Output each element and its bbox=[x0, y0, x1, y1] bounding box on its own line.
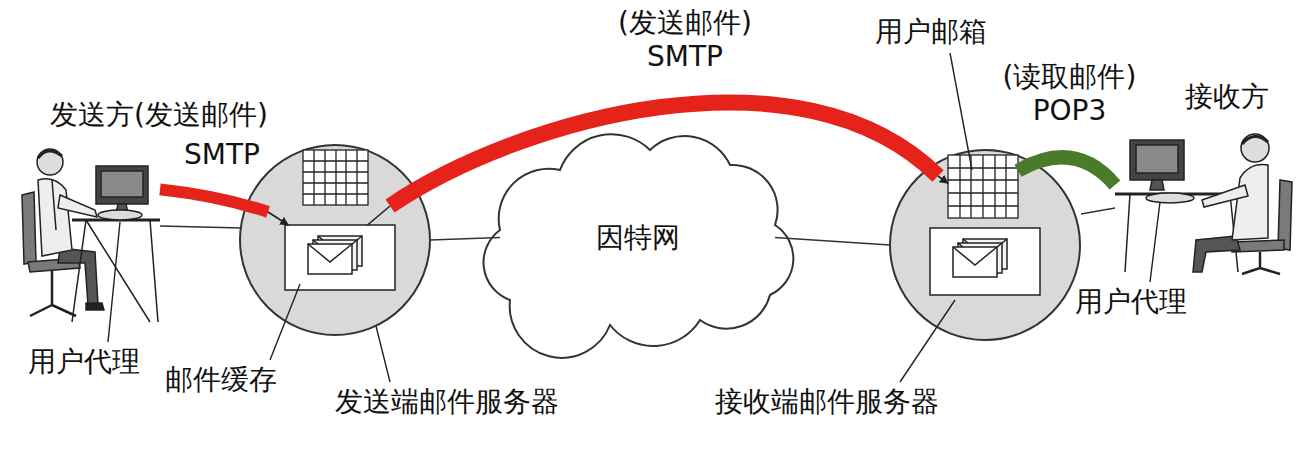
mail-cache-box bbox=[953, 247, 997, 277]
connector-line bbox=[775, 238, 890, 246]
sender-figure bbox=[38, 151, 62, 158]
receiver-figure bbox=[1202, 185, 1248, 207]
receiver-figure bbox=[1146, 193, 1194, 203]
mailbox-grid bbox=[303, 150, 368, 205]
connector bbox=[160, 189, 288, 225]
node-text: 接收端邮件服务器 bbox=[715, 385, 939, 419]
sender-figure bbox=[98, 210, 142, 220]
receiver-figure bbox=[1130, 140, 1184, 180]
mailbox-grid bbox=[303, 150, 368, 205]
sender-figure bbox=[30, 270, 76, 316]
sender-figure bbox=[38, 179, 72, 256]
connector bbox=[368, 102, 949, 225]
sender-figure bbox=[86, 303, 104, 310]
mailbox-grid bbox=[303, 150, 368, 205]
receiver-figure bbox=[1241, 134, 1269, 162]
sender-figure bbox=[52, 180, 56, 230]
mailbox-node: 用户邮箱 bbox=[948, 155, 1018, 218]
receiver-figure bbox=[1115, 134, 1292, 274]
server-circle bbox=[240, 145, 430, 335]
server-node: 发送端邮件服务器邮件缓存 bbox=[240, 145, 430, 335]
protocol-label: SMTP bbox=[172, 138, 272, 172]
internet-cloud-node: 因特网 bbox=[500, 150, 775, 325]
connector-line bbox=[430, 238, 500, 241]
receiver-figure bbox=[1150, 180, 1164, 190]
mail-cache-box bbox=[285, 225, 395, 290]
sender-node: 发送方(发送邮件) bbox=[20, 140, 160, 330]
node-text: 发送端邮件服务器 bbox=[335, 385, 559, 419]
server-circle bbox=[890, 150, 1080, 340]
sender-figure bbox=[58, 195, 97, 217]
node-text: 用户邮箱 bbox=[875, 15, 987, 49]
connector-line bbox=[160, 189, 268, 212]
receiver-figure bbox=[1125, 194, 1238, 272]
receiver-figure bbox=[1193, 236, 1240, 272]
sender-figure bbox=[96, 166, 148, 204]
node-text: 接收方 bbox=[1185, 80, 1269, 114]
receiver-figure bbox=[1242, 252, 1280, 274]
mail-cache-box bbox=[953, 247, 997, 265]
connector-line bbox=[390, 102, 938, 206]
mail-cache-box bbox=[308, 244, 352, 262]
receiver-figure bbox=[1136, 145, 1178, 173]
mailbox-grid bbox=[948, 155, 1018, 218]
protocol-label: (发送邮件) SMTP bbox=[595, 6, 775, 73]
protocol-label: (读取邮件) POP3 bbox=[982, 60, 1157, 127]
connector-line bbox=[368, 206, 391, 225]
mail-cache-box bbox=[930, 228, 1040, 295]
receiver-figure bbox=[1242, 136, 1268, 144]
mail-cache-node: 邮件缓存 bbox=[285, 225, 395, 290]
connector-line bbox=[1018, 157, 1115, 185]
node-text: 邮件缓存 bbox=[165, 363, 277, 397]
part-label: 用户代理 bbox=[1075, 285, 1187, 319]
sender-figure bbox=[22, 192, 36, 264]
connector bbox=[1018, 157, 1115, 185]
mail-cache-box bbox=[285, 225, 395, 290]
sender-figure bbox=[22, 149, 160, 322]
sender-figure bbox=[37, 149, 63, 175]
server-node: 接收端邮件服务器用户邮箱 bbox=[890, 150, 1080, 340]
internet-cloud bbox=[484, 134, 794, 358]
mail-cache-box bbox=[930, 228, 1040, 295]
mailbox-grid bbox=[948, 155, 1018, 218]
receiver-node: 接收方 bbox=[1115, 125, 1295, 275]
node-text: 因特网 bbox=[596, 221, 680, 255]
sender-figure bbox=[101, 171, 143, 197]
mailbox-grid bbox=[948, 155, 1018, 218]
mail-cache-box bbox=[308, 244, 352, 274]
connector-line bbox=[938, 176, 948, 183]
node-text: 发送方(发送邮件) bbox=[50, 98, 268, 132]
connector bbox=[430, 238, 500, 241]
connector bbox=[775, 238, 890, 246]
part-label: 用户代理 bbox=[28, 345, 140, 379]
connector-line bbox=[268, 212, 288, 225]
receiver-figure bbox=[1232, 165, 1268, 240]
